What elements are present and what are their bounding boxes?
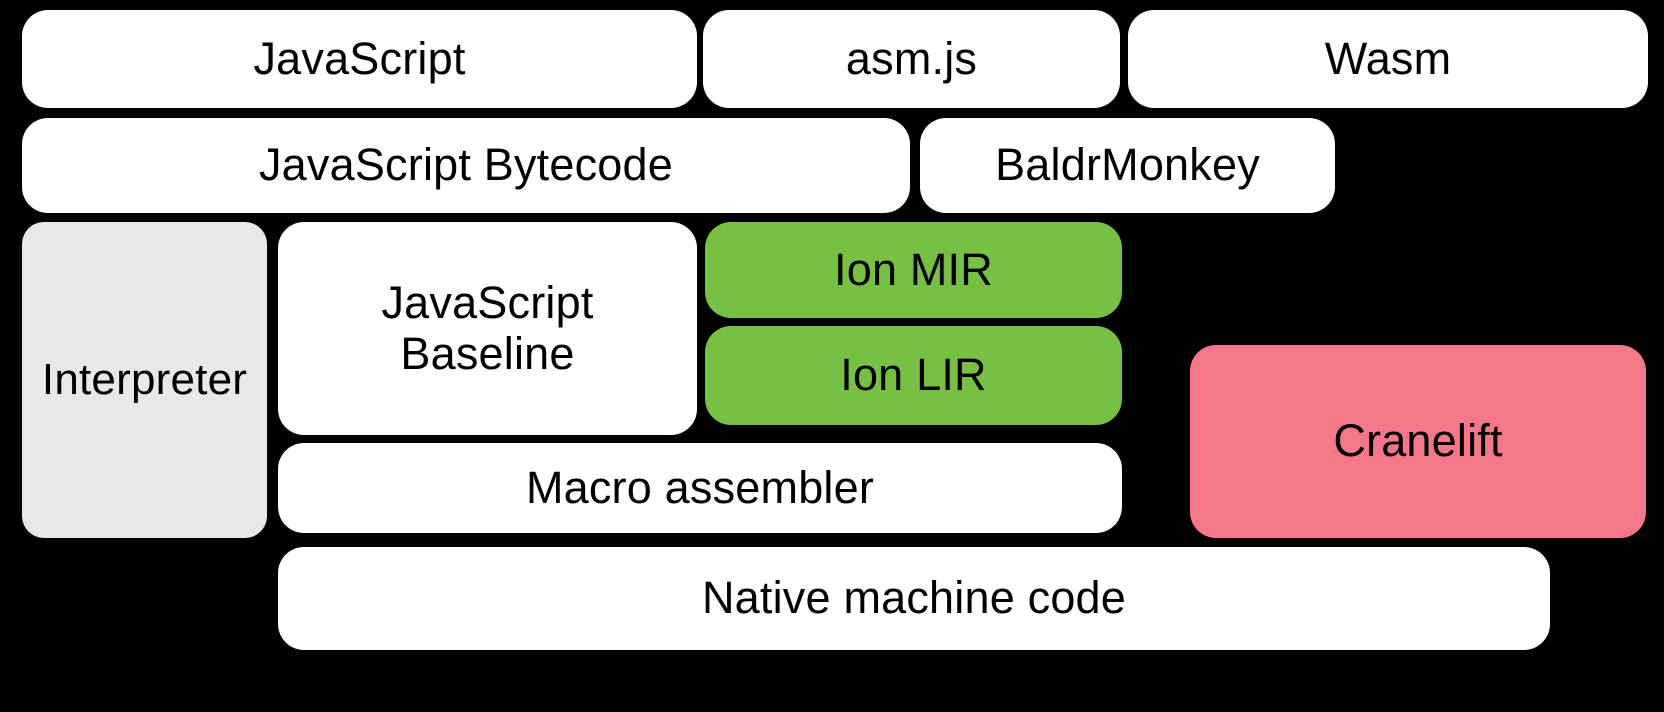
node-baldrmonkey: BaldrMonkey [920, 118, 1335, 213]
node-cranelift: Cranelift [1190, 345, 1646, 538]
node-ion-mir: Ion MIR [705, 222, 1122, 318]
node-javascript-bytecode: JavaScript Bytecode [22, 118, 910, 213]
node-javascript-baseline: JavaScript Baseline [278, 222, 697, 435]
node-ion-lir: Ion LIR [705, 326, 1122, 425]
node-macro-assembler: Macro assembler [278, 443, 1122, 533]
node-asm-js: asm.js [703, 10, 1120, 108]
node-wasm: Wasm [1128, 10, 1648, 108]
node-javascript: JavaScript [22, 10, 697, 108]
node-native-machine-code: Native machine code [278, 547, 1550, 650]
node-interpreter: Interpreter [22, 222, 267, 538]
